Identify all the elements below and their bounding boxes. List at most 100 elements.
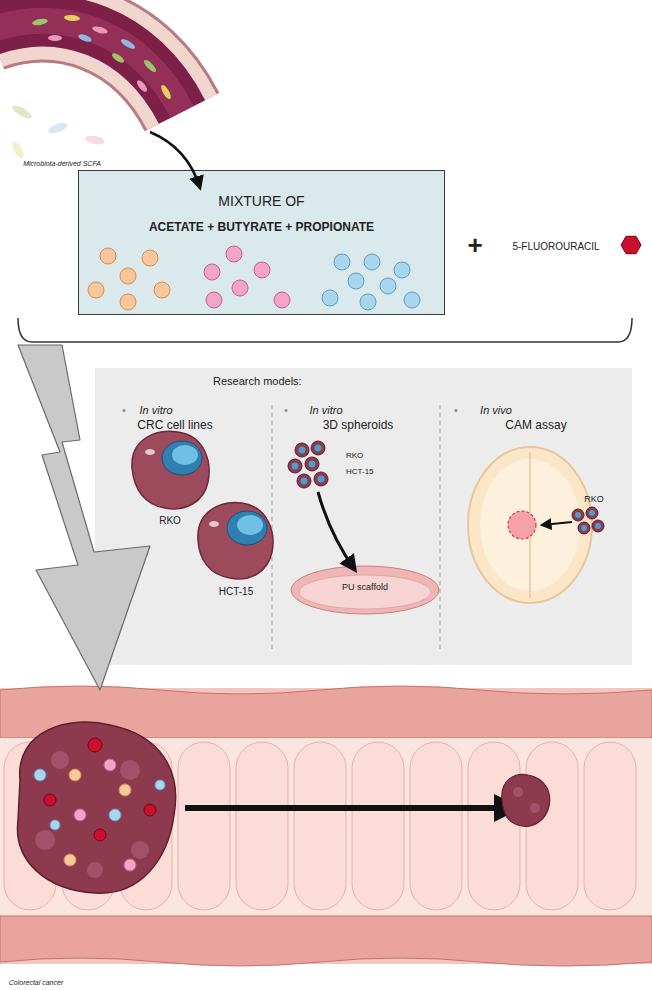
scaffold-dish: PU scaffold bbox=[290, 565, 440, 615]
small-cell-nucleus bbox=[315, 445, 322, 452]
butyrate-circle bbox=[206, 292, 222, 308]
fluorouracil-dot bbox=[88, 738, 102, 752]
background-bacteria bbox=[10, 103, 106, 160]
graft-ring bbox=[508, 511, 536, 539]
bacterium bbox=[91, 25, 108, 35]
tumor-texture bbox=[530, 803, 540, 813]
small-cell bbox=[586, 507, 598, 519]
propionate-dot bbox=[109, 809, 121, 821]
propionate-dot bbox=[34, 769, 46, 781]
curved-arrow bbox=[318, 492, 355, 570]
gut-illustration bbox=[0, 14, 182, 112]
butyrate-dot bbox=[124, 859, 136, 871]
rko-cell bbox=[132, 431, 209, 509]
drug-label: 5-FLUOROURACIL bbox=[512, 241, 599, 252]
butyrate-circle bbox=[254, 262, 270, 278]
intestinal-fold bbox=[526, 742, 578, 910]
bacterium bbox=[159, 84, 172, 101]
models-panel: Research models: PU scaffold bbox=[95, 368, 632, 665]
butyrate-circle bbox=[204, 264, 220, 280]
gut-lumen-highlight bbox=[0, 21, 182, 112]
cell-highlight bbox=[209, 521, 219, 527]
propionate-circle bbox=[322, 290, 338, 306]
gut-lumen bbox=[0, 21, 182, 112]
intestinal-fold bbox=[584, 742, 636, 910]
tumor-texture bbox=[35, 830, 55, 850]
bacterium bbox=[142, 58, 158, 74]
small-cell bbox=[592, 520, 604, 532]
tumor bbox=[17, 722, 175, 893]
inoculation-arrow bbox=[542, 522, 572, 525]
propionate-molecules bbox=[322, 254, 420, 310]
plus-sign: + bbox=[467, 231, 482, 260]
cell-nucleus bbox=[227, 511, 267, 545]
small-cell bbox=[288, 459, 302, 473]
small-cell bbox=[578, 522, 590, 534]
bacterium bbox=[64, 14, 80, 21]
acetate-molecules bbox=[88, 248, 170, 310]
bacterium bbox=[10, 140, 26, 160]
propionate-circle bbox=[364, 254, 380, 270]
egg-membrane bbox=[480, 459, 580, 591]
small-cell bbox=[572, 509, 584, 521]
egg-shell bbox=[468, 447, 592, 603]
tumor-texture bbox=[87, 862, 103, 878]
bacterium bbox=[120, 37, 137, 50]
dish-rim bbox=[291, 566, 439, 614]
intestinal-fold bbox=[468, 742, 520, 910]
acetate-dot bbox=[69, 769, 81, 781]
propionate-circle bbox=[380, 278, 396, 294]
cam-cells bbox=[572, 507, 604, 534]
gut-wall-outline bbox=[0, 21, 182, 112]
small-cell-nucleus bbox=[595, 523, 601, 529]
small-cell bbox=[305, 457, 319, 471]
curved-arrow bbox=[150, 132, 200, 188]
acetate-dot bbox=[119, 784, 131, 796]
tumor-texture bbox=[120, 760, 140, 780]
caption-label: Colorectal cancer bbox=[9, 979, 63, 987]
propionate-circle bbox=[348, 273, 364, 289]
small-cell bbox=[295, 443, 309, 457]
bacterium bbox=[32, 18, 49, 27]
small-cell bbox=[297, 474, 311, 488]
small-cell-nucleus bbox=[292, 463, 299, 470]
small-cell-nucleus bbox=[575, 512, 581, 518]
bacterium bbox=[77, 33, 92, 43]
intestine-illustration bbox=[0, 686, 652, 966]
acetate-circle bbox=[88, 282, 104, 298]
tumor-texture bbox=[131, 841, 149, 859]
bacterium bbox=[47, 121, 69, 135]
butyrate-circle bbox=[232, 280, 248, 296]
panel-heading: Research models: bbox=[213, 375, 632, 388]
mixture-box: MIXTURE OFACETATE + BUTYRATE + PROPIONAT… bbox=[78, 170, 445, 315]
small-cell-nucleus bbox=[301, 478, 308, 485]
small-tumor-mass bbox=[502, 774, 550, 826]
intestinal-fold bbox=[178, 742, 230, 910]
butyrate-circle bbox=[274, 292, 290, 308]
bacterium bbox=[84, 134, 105, 145]
cell-body bbox=[198, 503, 273, 579]
propionate-dot bbox=[155, 780, 165, 790]
fluorouracil-dot bbox=[44, 794, 56, 806]
acetate-circle bbox=[142, 250, 158, 266]
bacterium bbox=[135, 79, 149, 94]
small-cell-nucleus bbox=[581, 525, 587, 531]
propionate-circle bbox=[334, 254, 350, 270]
egg-vessel bbox=[529, 452, 530, 598]
propionate-circle bbox=[394, 262, 410, 278]
fluorouracil-dot bbox=[94, 829, 106, 841]
fluorouracil-dot bbox=[144, 804, 156, 816]
small-tumor bbox=[502, 774, 550, 826]
small-cell-nucleus bbox=[299, 447, 306, 454]
intestinal-fold bbox=[236, 742, 288, 910]
source-label: Microbiota-derived SCFA bbox=[23, 160, 101, 168]
scaffold-label: PU scaffold bbox=[290, 582, 440, 593]
intestinal-fold bbox=[410, 742, 462, 910]
intestinal-fold bbox=[352, 742, 404, 910]
butyrate-molecules bbox=[204, 246, 290, 308]
reduction-arrow-shaft bbox=[185, 805, 498, 811]
bacterium bbox=[10, 103, 33, 121]
butyrate-dot bbox=[74, 809, 86, 821]
fluorouracil-hexagon bbox=[621, 236, 641, 253]
